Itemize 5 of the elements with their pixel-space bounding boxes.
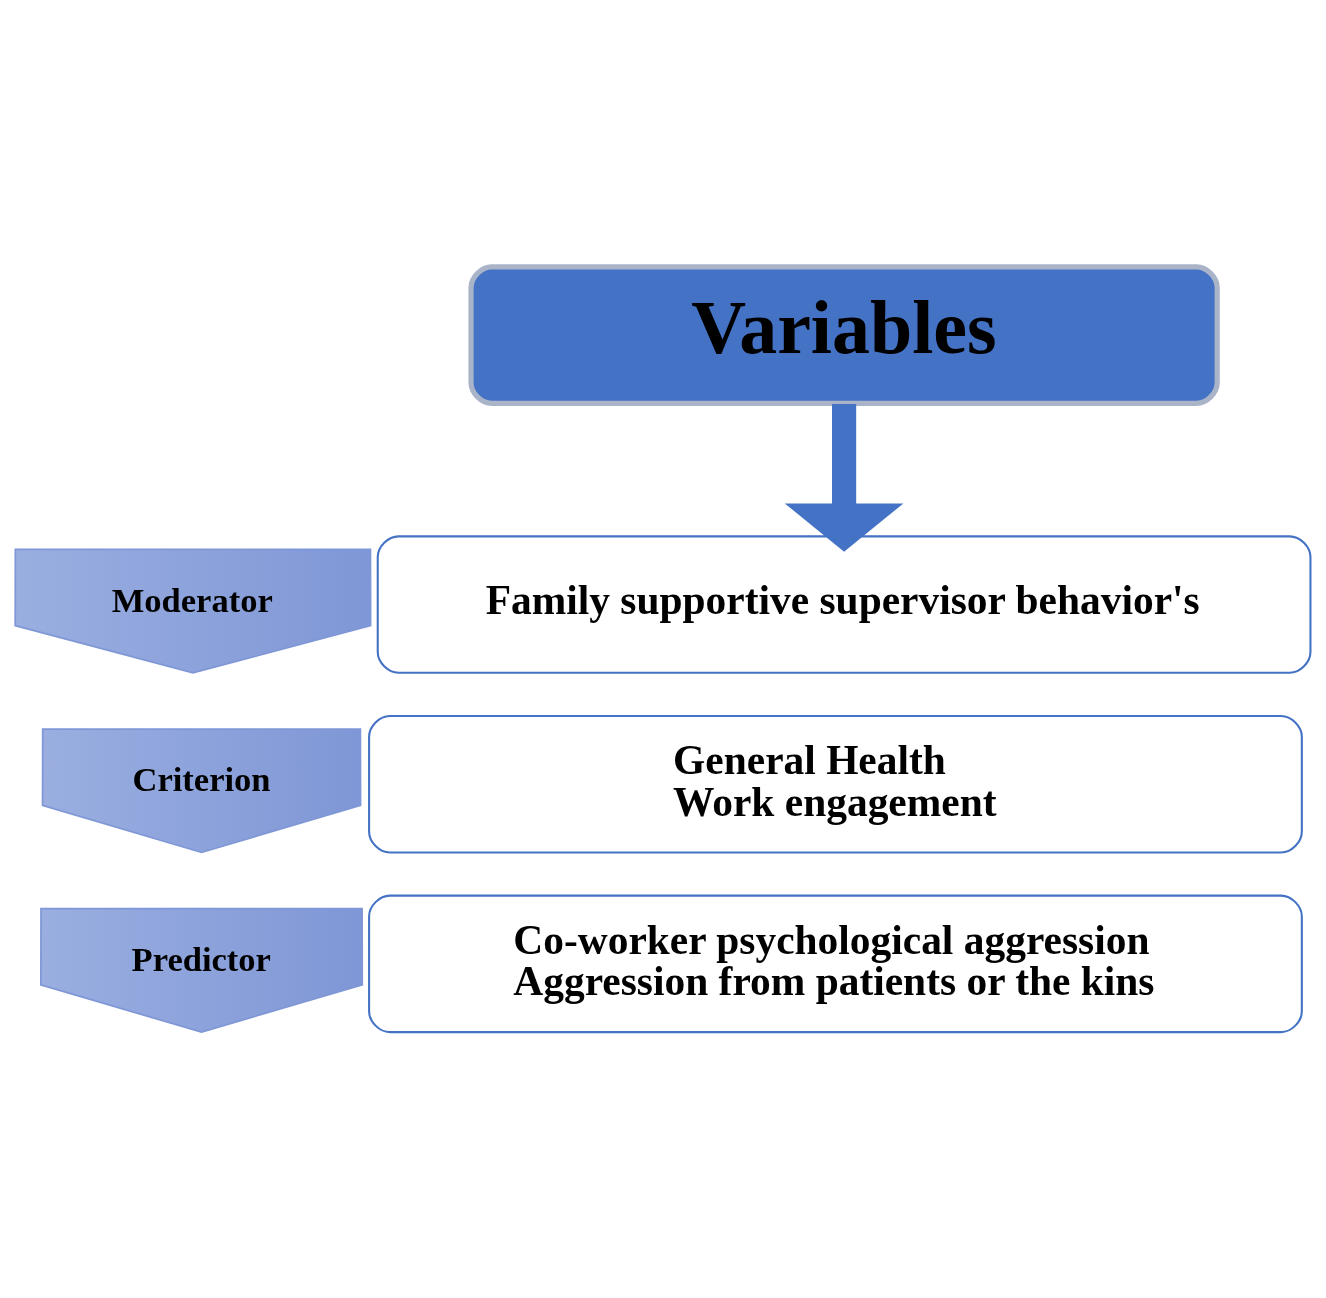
arrow (784, 403, 904, 552)
node-box: Co-worker psychological aggression Aggression from patients or the kins (368, 894, 1303, 1033)
node-box: General Health Work engagement (368, 714, 1303, 853)
node-box: Variables (468, 263, 1220, 406)
node-box: Family supportive supervisor behavior's (376, 534, 1312, 674)
